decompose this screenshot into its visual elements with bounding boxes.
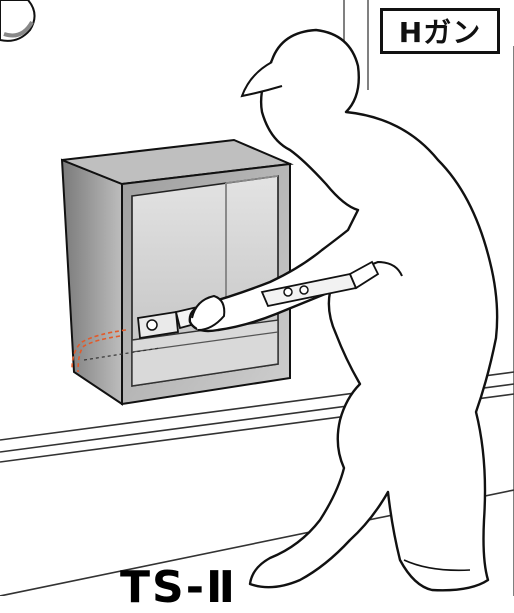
model-name-label: TS-Ⅱ xyxy=(120,566,237,610)
illustration: Hガン TS-Ⅱ xyxy=(0,0,514,596)
worker-figure-icon xyxy=(190,30,497,590)
corner-circle-icon xyxy=(0,0,35,41)
distribution-box-icon xyxy=(62,140,290,404)
h-gun-label-badge: Hガン xyxy=(380,8,500,54)
scene-drawing xyxy=(0,0,514,596)
